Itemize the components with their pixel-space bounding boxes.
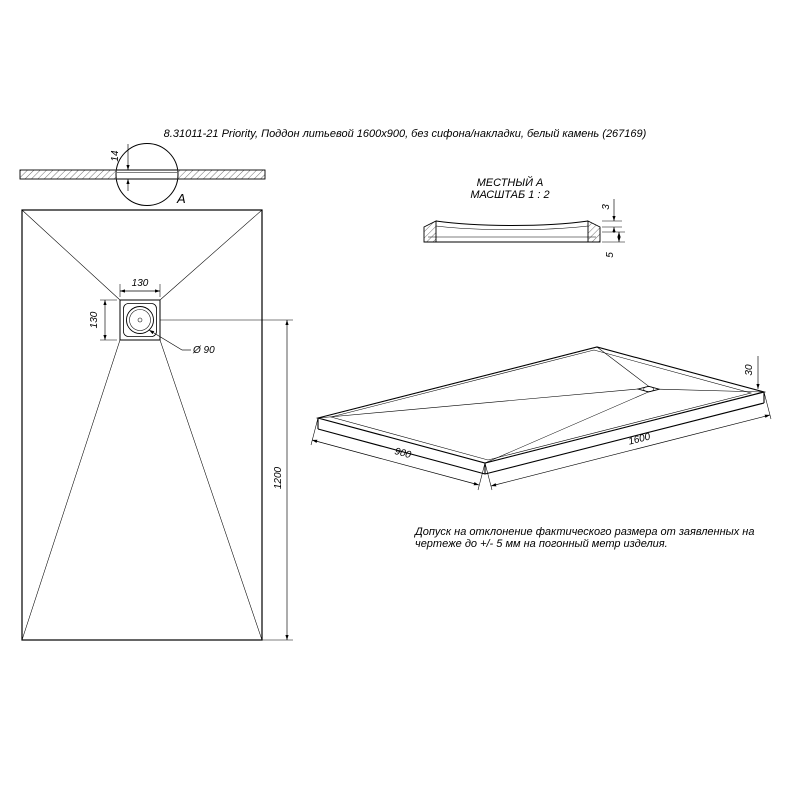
detail-base-dim: 5: [605, 252, 616, 258]
tolerance-note-line2: чертеже до +/- 5 мм на погонный метр изд…: [415, 538, 668, 550]
plan-length-dim: 1200: [273, 466, 284, 489]
section-thickness-dim: 14: [110, 150, 121, 162]
plan-drain-height-dim: 130: [89, 311, 100, 328]
detail-callout-circle: [115, 143, 179, 206]
detail-right-wall-section: [587, 220, 601, 243]
detail-top-surface: [435, 220, 589, 226]
detail-left-wall-section: [423, 220, 437, 243]
detail-view-scale: МАСШТАБ 1 : 2: [470, 189, 549, 201]
section-callout-label: A: [176, 191, 186, 206]
drawing-title: 8.31011-21 Priority, Поддон литьевой 160…: [164, 128, 647, 140]
plan-outline: [21, 209, 263, 641]
iso-length-dim: 1600: [627, 431, 652, 447]
detail-view: МЕСТНЫЙ А МАСШТАБ 1 : 2 3 5: [423, 176, 625, 258]
iso-width-dim: 900: [393, 446, 412, 461]
plan-drain-width-dim: 130: [132, 278, 149, 289]
iso-top-face: [315, 346, 767, 464]
plan-view: 130 130 Ø 90 1200: [21, 209, 293, 641]
tolerance-note-line1: Допуск на отклонение фактического размер…: [413, 526, 754, 538]
tolerance-note: Допуск на отклонение фактического размер…: [413, 526, 754, 550]
iso-height-dim: 30: [744, 364, 755, 376]
detail-rim-dim: 3: [601, 204, 612, 210]
detail-view-title: МЕСТНЫЙ А: [477, 176, 544, 189]
plan-drain-diameter-dim: Ø 90: [192, 345, 215, 356]
iso-view: 900 1600 30: [310, 346, 772, 491]
iso-drain: [636, 385, 662, 393]
plan-drain: [119, 299, 161, 341]
section-view: 14 A: [19, 143, 266, 206]
